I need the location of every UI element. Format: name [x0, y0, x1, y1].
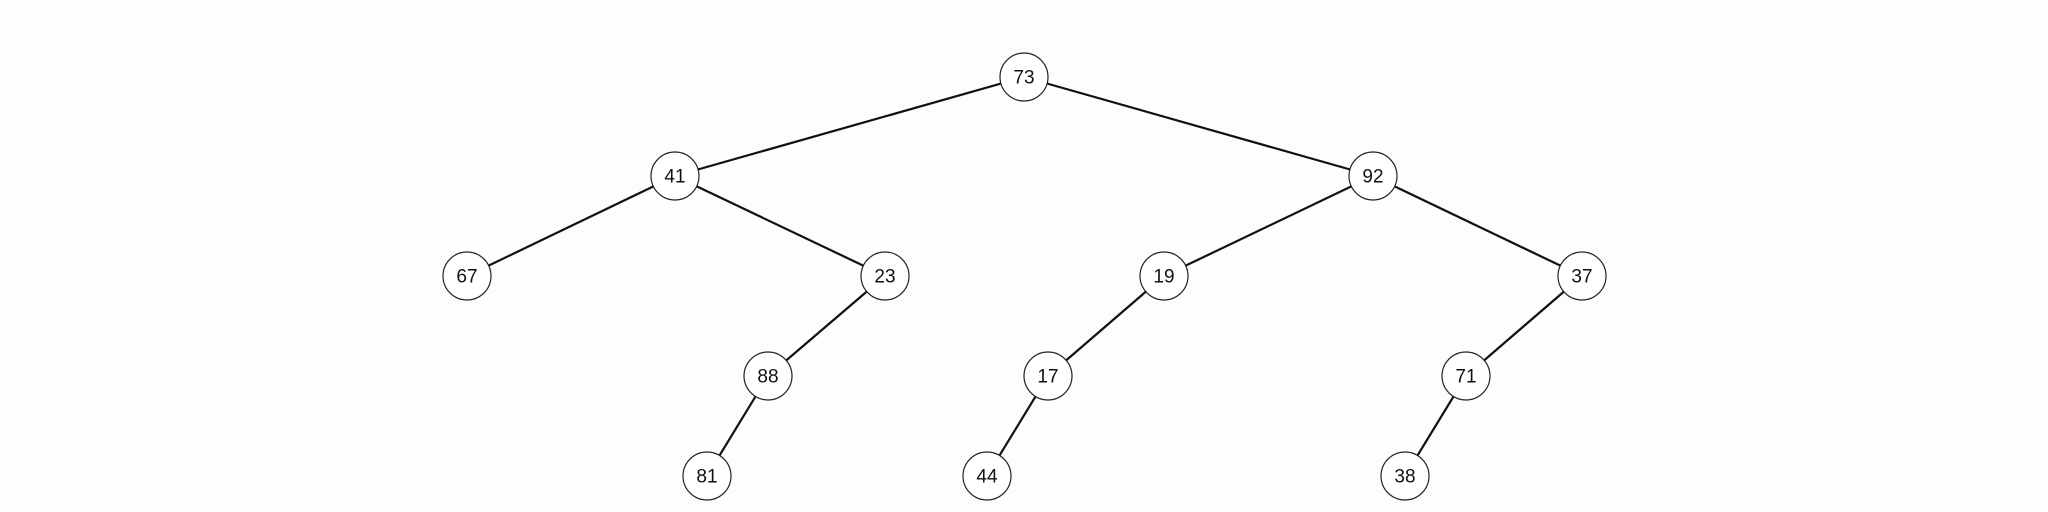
- tree-edge-41-23: [673, 174, 887, 278]
- tree-edge-73-41: [673, 75, 1026, 178]
- tree-node: 44: [962, 451, 1012, 501]
- tree-node: 73: [999, 52, 1049, 102]
- tree-node-label: 38: [1394, 467, 1415, 488]
- tree-node-label: 73: [1013, 68, 1034, 89]
- tree-node-circle: [1348, 151, 1398, 201]
- tree-node-circle: [1023, 351, 1073, 401]
- tree-node-label: 44: [976, 467, 998, 488]
- tree-node-circle: [1139, 251, 1189, 301]
- tree-node: 71: [1441, 351, 1491, 401]
- tree-edge-73-92: [1022, 75, 1375, 178]
- tree-node-circle: [1441, 351, 1491, 401]
- tree-node-circle: [743, 351, 793, 401]
- tree-node: 23: [860, 251, 910, 301]
- tree-edge-19-17: [1046, 274, 1166, 378]
- tree-edge-92-19: [1162, 174, 1375, 278]
- tree-node-circle: [1380, 451, 1430, 501]
- tree-node: 19: [1139, 251, 1189, 301]
- tree-node-circle: [650, 151, 700, 201]
- tree-node-label: 17: [1037, 367, 1058, 388]
- tree-node-label: 71: [1455, 367, 1476, 388]
- tree-nodes: 73 41 92 67 23 19 37 88 17 71 81 44 38: [442, 52, 1607, 501]
- tree-node: 37: [1557, 251, 1607, 301]
- tree-node-label: 81: [696, 467, 717, 488]
- tree-node-circle: [1557, 251, 1607, 301]
- tree-edge-23-88: [766, 274, 887, 378]
- tree-node: 41: [650, 151, 700, 201]
- tree-node-label: 92: [1362, 167, 1383, 188]
- tree-node-circle: [442, 251, 492, 301]
- tree-node-label: 67: [456, 267, 477, 288]
- tree-edge-41-67: [465, 174, 677, 278]
- tree-edge-92-37: [1371, 174, 1584, 278]
- tree-node-circle: [962, 451, 1012, 501]
- tree-node-label: 19: [1153, 267, 1174, 288]
- tree-node: 67: [442, 251, 492, 301]
- tree-node-label: 37: [1571, 267, 1592, 288]
- tree-node-label: 41: [664, 167, 685, 188]
- tree-edges: [465, 75, 1584, 478]
- tree-node-label: 88: [757, 367, 778, 388]
- tree-node: 88: [743, 351, 793, 401]
- tree-node-circle: [999, 52, 1049, 102]
- tree-edge-37-71: [1464, 274, 1584, 378]
- tree-node: 81: [682, 451, 732, 501]
- tree-node: 17: [1023, 351, 1073, 401]
- tree-node: 92: [1348, 151, 1398, 201]
- tree-node-circle: [860, 251, 910, 301]
- tree-node-circle: [682, 451, 732, 501]
- tree-node: 38: [1380, 451, 1430, 501]
- tree-node-label: 23: [874, 267, 895, 288]
